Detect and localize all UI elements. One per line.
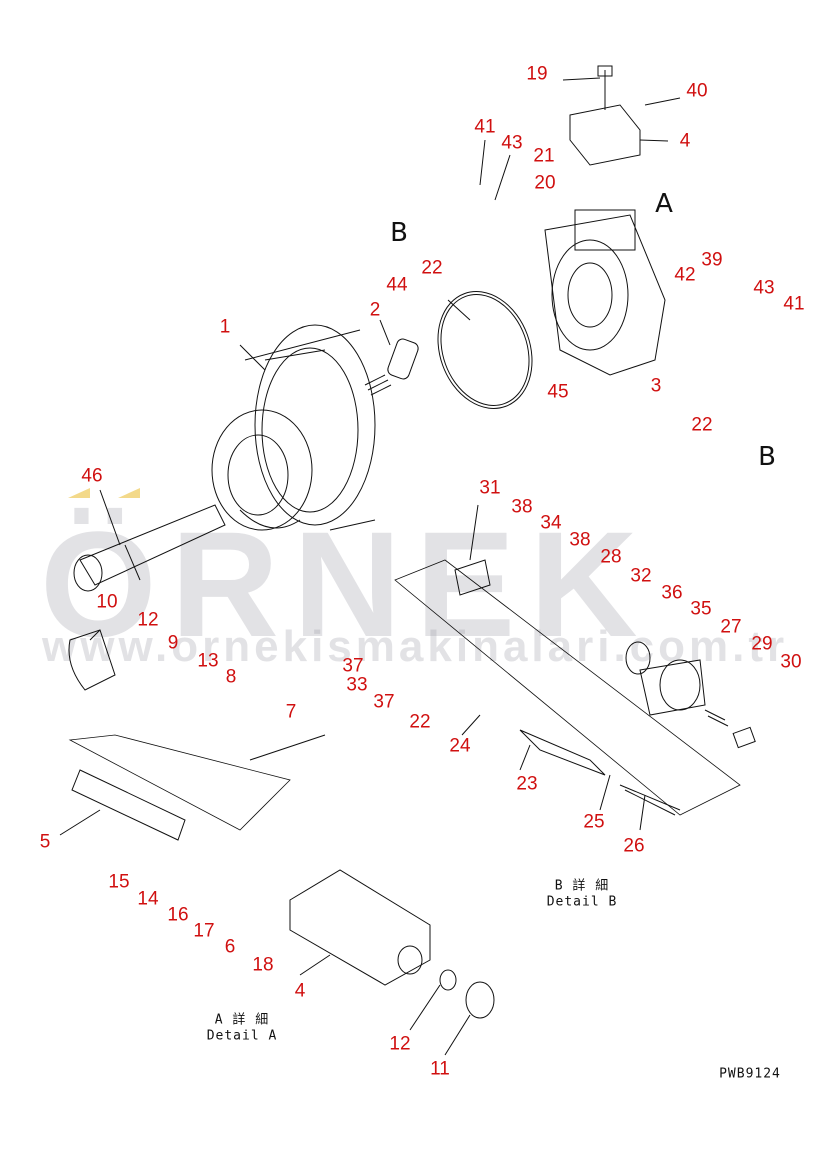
- callout-label: 3: [650, 375, 662, 397]
- detail-b-title-en: Detail B: [546, 894, 618, 910]
- callout-label: 43: [501, 132, 523, 154]
- callout-label: 41: [474, 116, 496, 138]
- callout-label: 23: [516, 773, 538, 795]
- detail-a-title-jp: A 詳 細: [214, 1012, 270, 1028]
- callout-label: 32: [630, 565, 652, 587]
- callout-label: 38: [511, 496, 533, 518]
- callout-label: 20: [534, 172, 556, 194]
- callout-label: 15: [108, 871, 130, 893]
- callout-label: 14: [137, 888, 159, 910]
- callout-label: 1: [219, 316, 231, 338]
- callout-label: 4: [679, 130, 691, 152]
- housing-part-1: [211, 324, 376, 531]
- callout-label: 9: [167, 632, 179, 654]
- callout-label: 30: [780, 651, 802, 673]
- callout-label: 4: [294, 980, 306, 1002]
- callout-label: 29: [751, 633, 773, 655]
- callout-label: 21: [533, 145, 555, 167]
- detail-a-title-en: Detail A: [206, 1028, 278, 1044]
- callout-label: 17: [193, 920, 215, 942]
- callout-label: 6: [224, 936, 236, 958]
- detail-b-title-jp: B 詳 細: [554, 878, 610, 894]
- callout-label: 26: [623, 835, 645, 857]
- view-marker: B: [758, 442, 776, 472]
- callout-label: 36: [661, 582, 683, 604]
- callout-label: 22: [691, 414, 713, 436]
- callout-label: 43: [753, 277, 775, 299]
- drawing-code: PWB9124: [719, 1066, 781, 1082]
- callout-label: 10: [96, 591, 118, 613]
- shaft-part-46: [73, 504, 226, 592]
- callout-label: 28: [600, 546, 622, 568]
- callout-label: 7: [285, 701, 297, 723]
- watermark-url: www.ornekismakinalari.com.tr: [42, 622, 789, 671]
- callout-label: 39: [701, 249, 723, 271]
- callout-label: 40: [686, 80, 708, 102]
- callout-label: 18: [252, 954, 274, 976]
- callout-label: 12: [389, 1033, 411, 1055]
- callout-label: 27: [720, 616, 742, 638]
- callout-label: 44: [386, 274, 408, 296]
- callout-label: 12: [137, 609, 159, 631]
- callout-label: 42: [674, 264, 696, 286]
- view-marker: A: [655, 189, 673, 219]
- callout-label: 13: [197, 650, 219, 672]
- callout-label: 24: [449, 735, 471, 757]
- valve-body-part-3: [544, 209, 666, 376]
- callout-label: 11: [430, 1058, 450, 1080]
- callout-label: 31: [479, 477, 501, 499]
- callout-label: 22: [421, 257, 443, 279]
- callout-label: 38: [569, 529, 591, 551]
- callout-label: 37: [373, 691, 395, 713]
- callout-label: 22: [409, 711, 431, 733]
- callout-label: 35: [690, 598, 712, 620]
- callout-label: 25: [583, 811, 605, 833]
- callout-label: 45: [547, 381, 569, 403]
- callout-label: 33: [346, 674, 368, 696]
- callout-label: 16: [167, 904, 189, 926]
- callout-label: 5: [39, 831, 51, 853]
- view-marker: B: [390, 218, 408, 248]
- callout-label: 8: [225, 666, 237, 688]
- callout-label: 34: [540, 512, 562, 534]
- callout-label: 46: [81, 465, 103, 487]
- callout-label: 19: [526, 63, 548, 85]
- callout-label: 2: [369, 299, 381, 321]
- callout-label: 37: [342, 655, 364, 677]
- callout-label: 41: [783, 293, 805, 315]
